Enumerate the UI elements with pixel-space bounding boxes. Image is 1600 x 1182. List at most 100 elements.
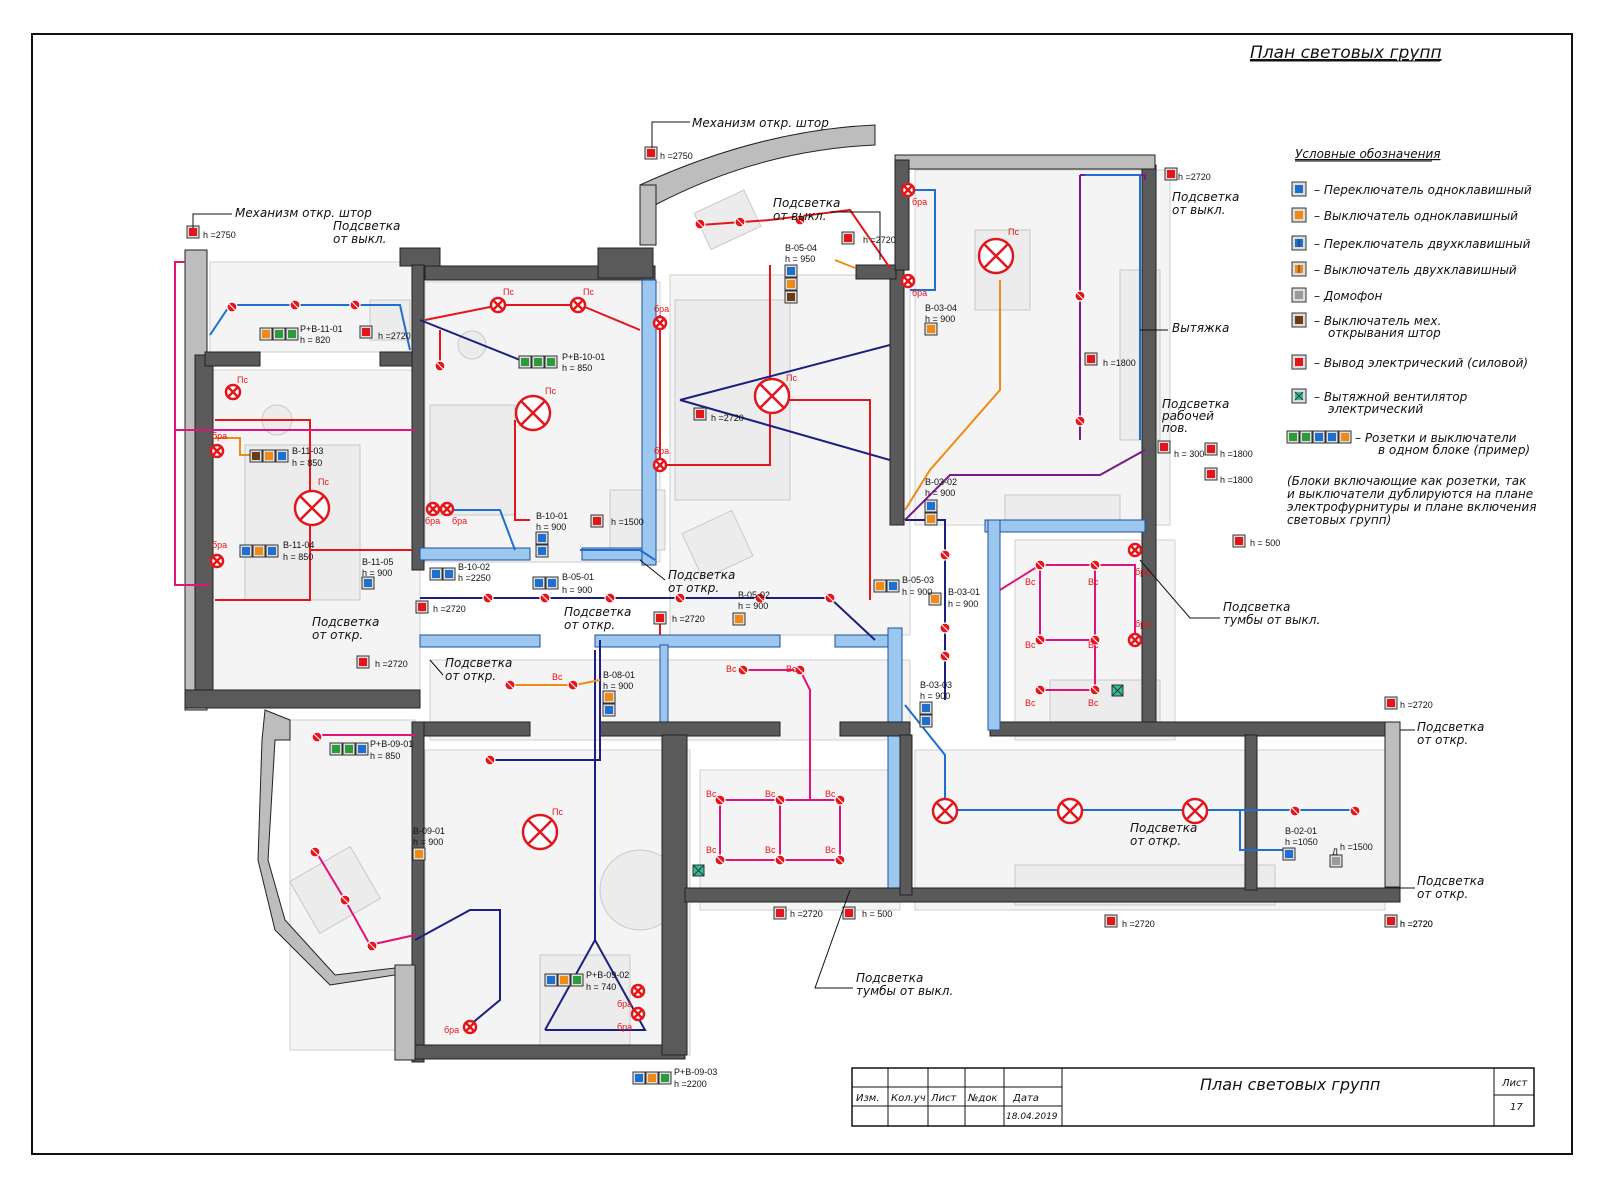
svg-text:Вс: Вс (1088, 698, 1099, 708)
device-block (924, 499, 938, 526)
svg-text:Р+В-09-01: Р+В-09-01 (370, 739, 413, 749)
svg-text:h =2720: h =2720 (1122, 919, 1155, 929)
spot-light-icon (1034, 634, 1046, 646)
svg-text:h = 950: h = 950 (785, 254, 815, 264)
legend-label: – Переключатель двухклавишный (1314, 237, 1531, 251)
power-outlet-icon (1204, 442, 1218, 456)
spot-light-icon (349, 299, 361, 311)
ceiling-light-icon (977, 237, 1015, 275)
svg-text:В-03-03: В-03-03 (920, 680, 952, 690)
svg-text:h =1800: h =1800 (1220, 475, 1253, 485)
device-block (544, 973, 584, 987)
legend: Условные обозначения – Переключатель одн… (1286, 147, 1536, 527)
spot-light-icon (339, 894, 351, 906)
spot-light-icon (1074, 290, 1086, 302)
titleblock-date: 18.04.2019 (1006, 1112, 1058, 1122)
spot-light-icon (1074, 415, 1086, 427)
svg-text:h = 850: h = 850 (283, 552, 313, 562)
ceiling-light-icon (900, 182, 916, 198)
svg-text:Пс: Пс (552, 807, 563, 817)
svg-text:h =2200: h =2200 (674, 1079, 707, 1089)
ceiling-light-icon (652, 315, 668, 331)
device-label: В-03-04h = 900 (925, 303, 957, 324)
power-outlet-icon (1384, 914, 1398, 928)
svg-text:h = 820: h = 820 (300, 335, 330, 345)
spot-light-icon (434, 360, 446, 372)
svg-text:h = 900: h = 900 (362, 568, 392, 578)
svg-text:Вс: Вс (1025, 577, 1036, 587)
spot-light-icon (1349, 805, 1361, 817)
ceiling-light-icon (1127, 632, 1143, 648)
spot-light-icon (834, 794, 846, 806)
svg-text:В-03-01: В-03-01 (948, 587, 980, 597)
legend-label: – Выключатель одноклавишный (1314, 209, 1518, 223)
svg-text:№док: №док (967, 1093, 997, 1104)
svg-text:h =2720: h =2720 (711, 413, 744, 423)
svg-text:Пс: Пс (583, 287, 594, 297)
device-label: В-11-03h = 850 (292, 446, 323, 468)
svg-text:Пс: Пс (318, 477, 329, 487)
legend-item-vk2: – Выключатель двухклавишный (1291, 261, 1517, 277)
svg-text:Вс: Вс (706, 789, 717, 799)
svg-text:электрофурнитуры и плане включ: электрофурнитуры и плане включения (1287, 500, 1536, 514)
svg-text:h = 850: h = 850 (562, 363, 592, 373)
device-block (259, 327, 299, 341)
power-outlet-icon (1384, 696, 1398, 710)
svg-text:h =2720: h =2720 (378, 331, 411, 341)
svg-text:В-11-03: В-11-03 (292, 446, 323, 456)
spot-light-icon (567, 679, 579, 691)
titleblock-name: План световых групп (1200, 1075, 1380, 1094)
spot-light-icon (484, 754, 496, 766)
device-block (873, 579, 900, 593)
svg-text:Вс: Вс (1025, 640, 1036, 650)
svg-text:Кол.уч: Кол.уч (891, 1093, 926, 1104)
device-label: В-11-04h = 850 (283, 540, 314, 562)
svg-text:Подсветка: Подсветка (1223, 600, 1290, 614)
svg-text:Подсветка: Подсветка (1417, 720, 1484, 734)
power-outlet-icon (644, 146, 658, 160)
device-label: В-05-03h = 900 (902, 575, 934, 597)
svg-text:Механизм откр. штор: Механизм откр. штор (235, 206, 372, 220)
svg-text:от откр.: от откр. (1417, 887, 1468, 901)
legend-label-2: электрический (1328, 402, 1423, 416)
device-label: В-05-02h = 900 (738, 590, 770, 611)
power-outlet-icon (842, 906, 856, 920)
ceiling-light-icon (462, 1019, 478, 1035)
svg-text:рабочей: рабочей (1161, 409, 1214, 423)
power-outlet-icon (653, 611, 667, 625)
ceiling-light-icon (209, 553, 225, 569)
spot-light-icon (834, 854, 846, 866)
device-block (1282, 847, 1296, 861)
svg-text:Пс: Пс (503, 287, 514, 297)
svg-text:тумбы от выкл.: тумбы от выкл. (856, 984, 953, 998)
svg-text:В-05-03: В-05-03 (902, 575, 934, 585)
callout-curtain-1: Механизм откр. штор (651, 116, 829, 148)
device-label: В-11-05h = 900 (362, 557, 393, 578)
ceiling-light-icon (489, 296, 507, 314)
spot-light-icon (824, 592, 836, 604)
device-labels: Р+В-11-01h = 820 Р+В-10-01h = 850 В-05-0… (283, 243, 1318, 1089)
svg-text:h =2720: h =2720 (1400, 919, 1433, 929)
svg-text:Пс: Пс (786, 373, 797, 383)
svg-text:В-02-01: В-02-01 (1285, 826, 1317, 836)
svg-text:от откр.: от откр. (445, 669, 496, 683)
device-block (1329, 854, 1343, 868)
ceiling-fixtures (209, 182, 1209, 1035)
svg-text:бра: бра (617, 1022, 632, 1032)
power-outlet-icon (359, 325, 373, 339)
svg-text:В-11-05: В-11-05 (362, 557, 393, 567)
svg-text:h = 740: h = 740 (586, 982, 616, 992)
power-outlet-icon (693, 407, 707, 421)
svg-text:h =2720: h =2720 (433, 604, 466, 614)
svg-text:В-03-02: В-03-02 (925, 477, 957, 487)
svg-text:В-05-01: В-05-01 (562, 572, 594, 582)
svg-text:бра: бра (1135, 619, 1150, 629)
device-block (329, 742, 369, 756)
device-block (919, 701, 933, 728)
svg-text:бра: бра (212, 431, 227, 441)
device-label: В-05-01h = 900 (562, 572, 594, 595)
